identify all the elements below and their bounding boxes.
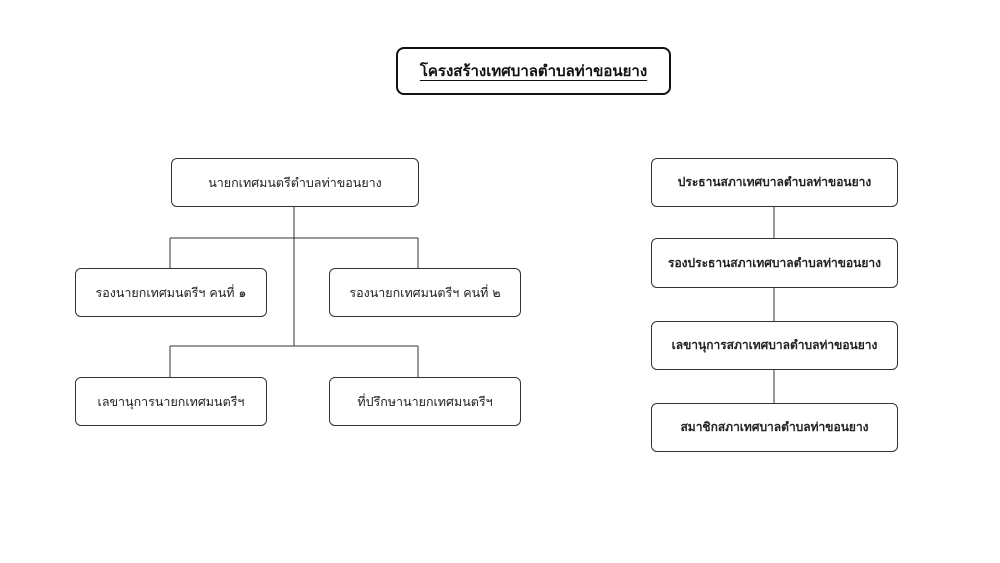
mayor-advisor-box: ที่ปรึกษานายกเทศมนตรีฯ — [329, 377, 521, 426]
council-vice-chairman-label: รองประธานสภาเทศบาลตำบลท่าขอนยาง — [668, 255, 881, 270]
mayor-box: นายกเทศมนตรีตำบลท่าขอนยาง — [171, 158, 419, 207]
mayor-secretary-box: เลขานุการนายกเทศมนตรีฯ — [75, 377, 267, 426]
mayor-label: นายกเทศมนตรีตำบลท่าขอนยาง — [208, 174, 382, 190]
deputy-mayor-1-label: รองนายกเทศมนตรีฯ คนที่ ๑ — [95, 284, 247, 300]
deputy-mayor-2-label: รองนายกเทศมนตรีฯ คนที่ ๒ — [349, 284, 501, 300]
council-members-label: สมาชิกสภาเทศบาลตำบลท่าขอนยาง — [680, 420, 869, 434]
council-chairman-box: ประธานสภาเทศบาลตำบลท่าขอนยาง — [651, 158, 898, 207]
council-secretary-box: เลขานุการสภาเทศบาลตำบลท่าขอนยาง — [651, 321, 898, 370]
mayor-secretary-label: เลขานุการนายกเทศมนตรีฯ — [97, 393, 245, 409]
council-chairman-label: ประธานสภาเทศบาลตำบลท่าขอนยาง — [677, 175, 872, 189]
chart-title: โครงสร้างเทศบาลตำบลท่าขอนยาง — [419, 62, 648, 80]
deputy-mayor-2-box: รองนายกเทศมนตรีฯ คนที่ ๒ — [329, 268, 521, 317]
mayor-advisor-label: ที่ปรึกษานายกเทศมนตรีฯ — [357, 393, 493, 409]
deputy-mayor-1-box: รองนายกเทศมนตรีฯ คนที่ ๑ — [75, 268, 267, 317]
council-members-box: สมาชิกสภาเทศบาลตำบลท่าขอนยาง — [651, 403, 898, 452]
council-secretary-label: เลขานุการสภาเทศบาลตำบลท่าขอนยาง — [671, 338, 878, 352]
council-vice-chairman-box: รองประธานสภาเทศบาลตำบลท่าขอนยาง — [651, 238, 898, 288]
chart-title-box: โครงสร้างเทศบาลตำบลท่าขอนยาง — [396, 47, 671, 95]
